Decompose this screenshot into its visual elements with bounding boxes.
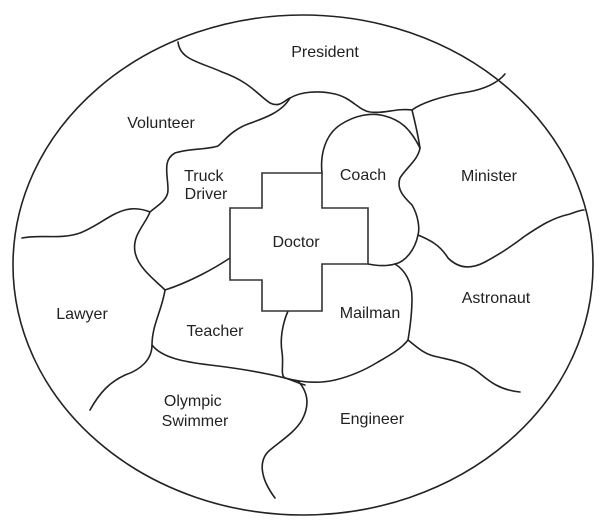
label-lawyer: Lawyer <box>56 306 108 323</box>
label-volunteer: Volunteer <box>127 115 195 132</box>
boundary-truck-coach <box>320 113 421 174</box>
label-engineer: Engineer <box>340 411 405 428</box>
label-minister: Minister <box>461 168 518 185</box>
boundary-teacher-mailman <box>280 310 289 379</box>
boundary-astronaut-engineer <box>407 339 521 393</box>
label-astronaut: Astronaut <box>462 290 531 307</box>
boundary-mailman-astronaut <box>394 263 413 341</box>
boundary-mailman-engineer <box>284 339 409 383</box>
boundary-coach-mailman <box>367 263 396 267</box>
boundary-president-volunteer <box>177 41 291 106</box>
piece-boundaries <box>21 41 585 499</box>
label-truck-driver: Truck Driver <box>184 168 228 203</box>
label-doctor: Doctor <box>272 234 320 251</box>
doctor-cross <box>229 172 369 312</box>
boundary-olympic-engineer <box>261 380 308 499</box>
label-president: President <box>291 44 359 61</box>
boundary-lawyer-teacher <box>89 289 166 411</box>
label-teacher: Teacher <box>187 323 245 340</box>
boundary-volunteer-lawyer <box>21 207 151 239</box>
boundary-minister-coach <box>411 109 421 149</box>
boundary-volunteer-truck <box>149 97 291 213</box>
label-olympic-swimmer: Olympic Swimmer <box>162 393 229 430</box>
boundary-truck-teacher <box>164 257 231 291</box>
boundary-truck-lawyer <box>133 211 166 291</box>
boundary-president-minister <box>411 73 506 111</box>
boundary-teacher-olympic <box>151 344 306 386</box>
boundary-coach-minister <box>394 147 421 265</box>
label-mailman: Mailman <box>340 305 400 322</box>
boundary-minister-astronaut <box>417 209 585 268</box>
outer-ellipse <box>12 14 594 516</box>
boundary-president-cluster <box>289 91 413 114</box>
label-coach: Coach <box>340 167 386 184</box>
piece-labels: President Volunteer Minister Truck Drive… <box>56 44 531 430</box>
